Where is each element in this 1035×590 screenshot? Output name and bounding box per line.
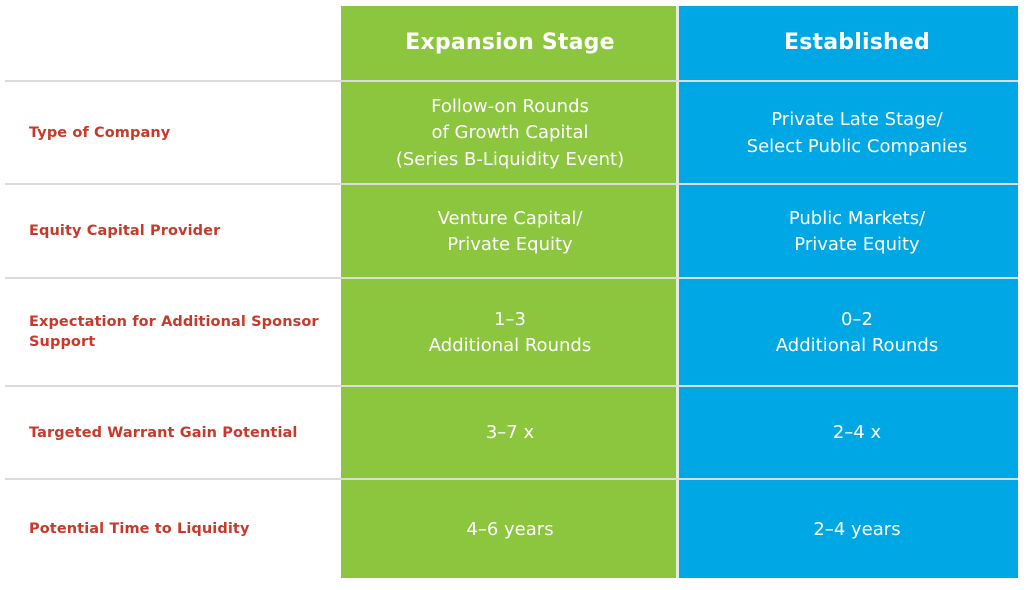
row-label-targeted-warrant-gain-potential: Targeted Warrant Gain Potential bbox=[29, 424, 298, 441]
row-label-potential-time-to-liquidity: Potential Time to Liquidity bbox=[29, 521, 250, 538]
table-row: Expectation for Additional Sponsor Suppo… bbox=[0, 281, 1035, 385]
cell-established-time-to-liquidity: 2–4 years bbox=[813, 518, 901, 540]
table-header-row: Expansion Stage Established bbox=[0, 6, 1035, 80]
column-gap-divider bbox=[676, 6, 679, 578]
column-header-expansion: Expansion Stage bbox=[405, 30, 615, 56]
cell-established-sponsor-support: 0–2 Additional Rounds bbox=[775, 308, 939, 356]
row-divider bbox=[5, 385, 1018, 387]
row-divider bbox=[5, 80, 1018, 82]
column-band-established bbox=[679, 6, 1018, 578]
row-label-type-of-company: Type of Company bbox=[29, 124, 171, 141]
header-corner-cell bbox=[0, 6, 341, 80]
table-row: Potential Time to Liquidity 4–6 years 2–… bbox=[0, 482, 1035, 578]
table-row: Equity Capital Provider Venture Capital/… bbox=[0, 187, 1035, 277]
row-divider bbox=[5, 478, 1018, 480]
row-divider bbox=[5, 183, 1018, 185]
row-label-expectation-for-additional-sponsor-support: Expectation for Additional Sponsor Suppo… bbox=[29, 314, 319, 350]
cell-established-warrant-gain: 2–4 x bbox=[832, 422, 882, 444]
column-header-established: Established bbox=[784, 30, 930, 56]
cell-established-equity-capital-provider: Public Markets/ Private Equity bbox=[788, 207, 926, 255]
cell-expansion-equity-capital-provider: Venture Capital/ Private Equity bbox=[437, 207, 583, 255]
cell-expansion-time-to-liquidity: 4–6 years bbox=[466, 518, 554, 540]
table-row: Type of Company Follow-on Rounds of Grow… bbox=[0, 84, 1035, 183]
row-divider bbox=[5, 277, 1018, 279]
cell-established-type-of-company: Private Late Stage/ Select Public Compan… bbox=[746, 109, 968, 157]
column-band-expansion bbox=[341, 6, 676, 578]
cell-expansion-warrant-gain: 3–7 x bbox=[485, 422, 535, 444]
table-row: Targeted Warrant Gain Potential 3–7 x 2–… bbox=[0, 389, 1035, 478]
row-label-equity-capital-provider: Equity Capital Provider bbox=[29, 223, 221, 240]
cell-expansion-sponsor-support: 1–3 Additional Rounds bbox=[428, 308, 592, 356]
cell-expansion-type-of-company: Follow-on Rounds of Growth Capital (Seri… bbox=[395, 96, 625, 170]
